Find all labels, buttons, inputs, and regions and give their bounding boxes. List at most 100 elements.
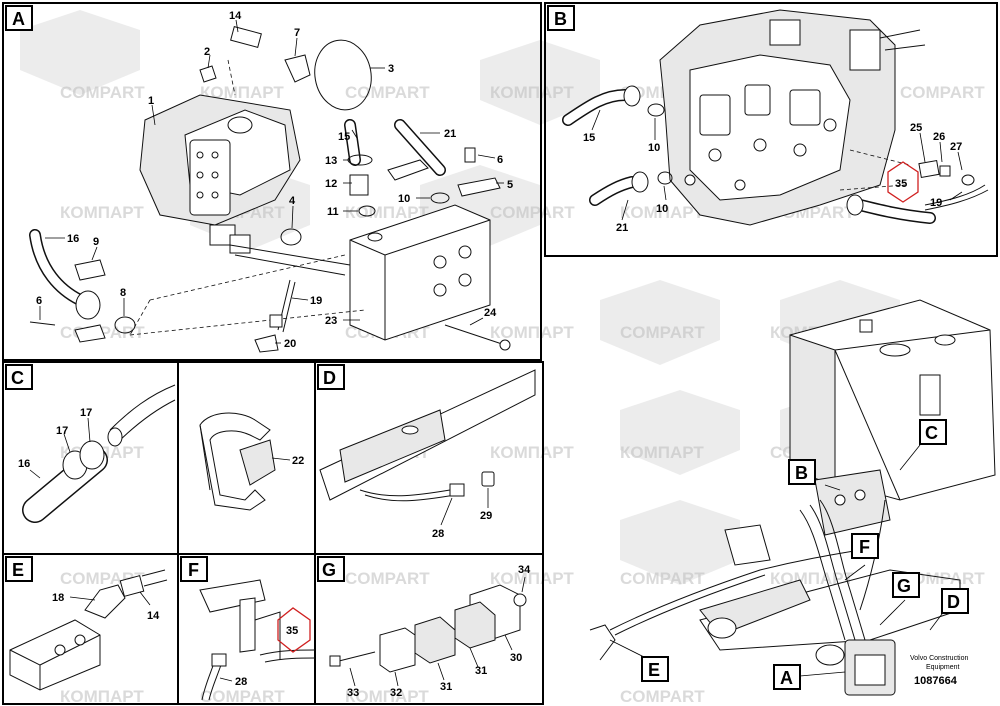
part-label-23: 23 [325,315,337,327]
highlight-hexagon [277,607,311,653]
part-label-9: 9 [93,236,99,248]
watermark-text: КОМПАРТ [490,569,574,588]
panel-tag-e [5,556,33,582]
panel-e-leaders [69,591,151,606]
panel-g-leaders [349,576,526,687]
panel-label-c: C [11,368,24,388]
overview-callout-e[interactable] [641,656,669,682]
part-label-10b: 10 [656,203,668,215]
part-label-15: 15 [338,131,350,143]
part-label-10: 10 [398,193,410,205]
part-label-35: 35 [286,625,298,637]
part-label-27: 27 [950,141,962,153]
part-label-1: 1 [148,95,154,107]
part-label-4: 4 [289,195,296,207]
panel-g-frame [314,553,544,705]
overview-callout-c[interactable] [919,419,947,445]
part-label-22: 22 [292,455,304,467]
part-label-30: 30 [510,652,522,664]
overview-callout-e-label: E [648,660,660,680]
panel-c-leaders [29,417,91,479]
part-label-24: 24 [484,307,497,319]
part-label-13: 13 [325,155,337,167]
overview-callout-b-label: B [795,463,808,483]
part-label-32: 32 [390,687,402,699]
watermark-text: КОМПАРТ [490,83,574,102]
part-label-28: 28 [432,528,444,540]
part-label-35: 35 [895,178,907,190]
part-label-14: 14 [229,10,242,22]
part-label-5: 5 [507,179,513,191]
overview-callout-c-label: C [925,423,938,443]
credit-line-1: Volvo Construction [910,655,968,662]
panel-tag-f [180,556,208,582]
overview-callout-f-label: F [859,537,870,557]
watermark-text: COMPART [620,687,705,706]
watermark-text: COMPART [620,323,705,342]
part-label-33: 33 [347,687,359,699]
watermark-text: КОМПАРТ [60,687,144,706]
part-label-21: 21 [616,222,628,234]
panel-g-drawing [329,584,527,673]
panel-d-drawing [319,369,536,502]
panel-tag-a [5,5,33,31]
overview-callout-d[interactable] [941,588,969,614]
overview-callout-g[interactable] [892,572,920,598]
panel-f-drawing [199,579,316,701]
panel-a-leaders [39,19,504,344]
overview-callout-b[interactable] [788,459,816,485]
overview-callout-g-label: G [897,576,911,596]
watermark-text: КОМПАРТ [345,687,429,706]
part-label-15: 15 [583,132,595,144]
watermark-text: COMPART [60,83,145,102]
watermark-text: COMPART [900,569,985,588]
panel-c2-drawing [199,412,276,511]
part-label-17: 17 [80,407,92,419]
part-label-29: 29 [480,510,492,522]
watermark-text: КОМПАРТ [620,443,704,462]
panel-e-drawing [9,569,168,691]
part-label-28: 28 [235,676,247,688]
part-label-21: 21 [444,128,456,140]
panel-a-drawing [29,26,511,353]
part-label-18: 18 [52,592,64,604]
watermark-text: COMPART [620,569,705,588]
overview-callout-a[interactable] [773,664,801,690]
part-label-8: 8 [120,287,126,299]
watermark-text: COMPART [490,203,575,222]
part-label-6b: 6 [36,295,42,307]
panel-f-leader [219,677,233,682]
part-label-7: 7 [294,27,300,39]
part-label-10: 10 [648,142,660,154]
part-label-14: 14 [147,610,160,622]
panel-label-a: A [12,9,25,29]
panel-b-drawing [562,9,989,226]
panel-d-leaders [440,488,489,526]
part-label-17b: 17 [56,425,68,437]
panel-c2-leader [271,457,291,461]
part-label-31: 31 [475,665,487,677]
overview-callout-f[interactable] [851,533,879,559]
part-label-11: 11 [327,206,339,218]
part-label-6: 6 [497,154,503,166]
panel-tag-c [5,364,33,390]
watermark-text: КОМПАРТ [490,443,574,462]
panel-b-leaders [591,109,963,221]
part-label-2: 2 [204,46,210,58]
part-label-3: 3 [388,63,394,75]
part-label-26: 26 [933,131,945,143]
panel-tag-d [317,364,345,390]
watermark-text: КОМПАРТ [345,203,429,222]
document-number: 1087664 [914,675,958,687]
overview-drawing [589,299,996,696]
panel-a-frame [2,2,542,361]
part-label-31b: 31 [440,681,452,693]
panel-label-g: G [322,560,336,580]
watermark-text: КОМПАРТ [200,83,284,102]
part-label-20: 20 [284,338,296,350]
overview-callout-d-label: D [947,592,960,612]
panel-tag-b [547,5,575,31]
part-label-19: 19 [310,295,322,307]
watermark-text: COMPART [345,569,430,588]
